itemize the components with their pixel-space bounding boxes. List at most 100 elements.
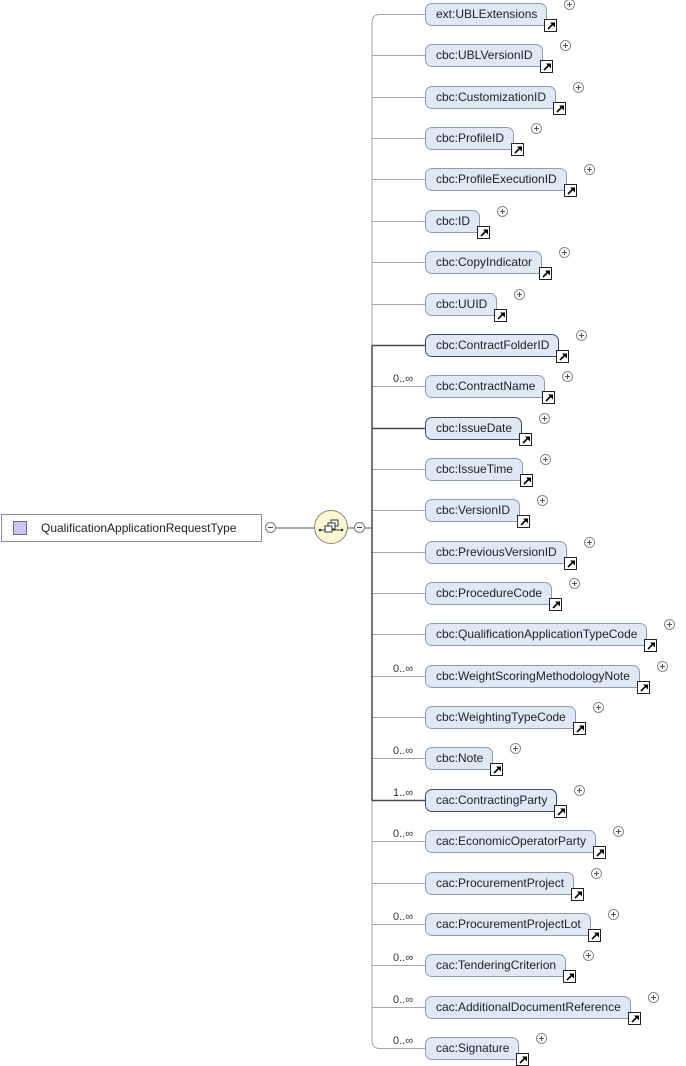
expand-plus-icon[interactable] xyxy=(591,868,603,879)
element-name: cbc:VersionID xyxy=(436,503,511,517)
reference-arrow-icon[interactable] xyxy=(563,970,577,983)
reference-arrow-icon[interactable] xyxy=(539,60,553,73)
element-node[interactable]: cac:TenderingCriterion xyxy=(425,950,595,983)
reference-arrow-icon[interactable] xyxy=(563,184,577,197)
element-node[interactable]: cac:ContractingParty xyxy=(425,785,586,818)
reference-arrow-icon[interactable] xyxy=(554,805,568,818)
reference-arrow-icon[interactable] xyxy=(587,929,601,942)
element-node[interactable]: cbc:IssueTime xyxy=(425,454,551,487)
expand-plus-icon[interactable] xyxy=(583,950,595,961)
element-node[interactable]: cbc:ContractName xyxy=(425,371,574,404)
cardinality-label: 0..∞ xyxy=(393,1035,414,1047)
sequence-compositor[interactable] xyxy=(314,510,348,544)
expand-plus-icon[interactable] xyxy=(607,909,619,920)
reference-arrow-icon[interactable] xyxy=(519,474,533,487)
reference-arrow-icon[interactable] xyxy=(542,391,556,404)
reference-arrow-icon[interactable] xyxy=(644,639,658,652)
element-name: cbc:ContractFolderID xyxy=(436,338,550,352)
element-node[interactable]: cbc:UBLVersionID xyxy=(425,40,571,73)
expand-plus-icon[interactable] xyxy=(613,826,625,837)
reference-arrow-icon[interactable] xyxy=(549,598,563,611)
element-node[interactable]: cac:ProcurementProject xyxy=(425,868,603,901)
sequence-compositor-icon xyxy=(318,519,344,533)
element-node[interactable]: ext:UBLExtensions xyxy=(425,0,576,32)
element-node[interactable]: cac:ProcurementProjectLot xyxy=(425,909,619,942)
expand-plus-icon[interactable] xyxy=(497,206,509,217)
reference-arrow-icon[interactable] xyxy=(494,309,508,322)
reference-arrow-icon[interactable] xyxy=(544,19,558,32)
expand-plus-icon[interactable] xyxy=(531,123,543,134)
expand-plus-icon[interactable] xyxy=(564,0,576,10)
element-node[interactable]: cbc:ProfileExecutionID xyxy=(425,164,595,197)
element-node[interactable]: cbc:UUID xyxy=(425,289,526,322)
element-name: cbc:ID xyxy=(436,214,471,228)
expand-plus-icon[interactable] xyxy=(537,495,549,506)
element-node[interactable]: cac:Signature xyxy=(425,1033,548,1066)
cardinality-label: 0..∞ xyxy=(393,373,414,385)
element-node[interactable]: cbc:VersionID xyxy=(425,495,549,528)
reference-arrow-icon[interactable] xyxy=(477,226,491,239)
expand-plus-icon[interactable] xyxy=(576,330,588,341)
element-node[interactable]: cbc:WeightScoringMethodologyNote xyxy=(425,661,668,694)
expand-plus-icon[interactable] xyxy=(559,247,571,258)
element-node[interactable]: cbc:ProcedureCode xyxy=(425,578,581,611)
element-node[interactable]: cbc:ContractFolderID xyxy=(425,330,588,363)
element-node[interactable]: cbc:QualificationApplicationTypeCode xyxy=(425,619,676,652)
expand-plus-icon[interactable] xyxy=(573,82,585,93)
reference-arrow-icon[interactable] xyxy=(627,1012,641,1025)
expand-plus-icon[interactable] xyxy=(647,992,659,1003)
element-name: cac:EconomicOperatorParty xyxy=(436,834,587,848)
cardinality-label: 0..∞ xyxy=(393,828,414,840)
reference-arrow-icon[interactable] xyxy=(516,1053,530,1066)
expand-plus-icon[interactable] xyxy=(664,619,676,630)
element-name: cbc:CopyIndicator xyxy=(436,255,533,269)
expand-plus-icon[interactable] xyxy=(539,413,551,424)
expand-plus-icon[interactable] xyxy=(656,661,668,672)
connector-trunk xyxy=(371,14,381,1049)
reference-arrow-icon[interactable] xyxy=(519,433,533,446)
element-node[interactable]: cbc:CopyIndicator xyxy=(425,247,571,280)
element-node[interactable]: cbc:ID xyxy=(425,206,509,239)
expand-plus-icon[interactable] xyxy=(514,289,526,300)
reference-arrow-icon[interactable] xyxy=(553,102,567,115)
reference-arrow-icon[interactable] xyxy=(636,681,650,694)
sequence-collapse-icon[interactable] xyxy=(354,522,365,533)
root-type-box[interactable]: QualificationApplicationRequestType xyxy=(1,514,262,542)
element-node[interactable]: cbc:CustomizationID xyxy=(425,82,585,115)
reference-arrow-icon[interactable] xyxy=(556,350,570,363)
expand-plus-icon[interactable] xyxy=(539,454,551,465)
root-collapse-icon[interactable] xyxy=(265,522,276,533)
element-name: cac:AdditionalDocumentReference xyxy=(436,1000,621,1014)
cardinality-label: 0..∞ xyxy=(393,745,414,757)
reference-arrow-icon[interactable] xyxy=(511,143,525,156)
reference-arrow-icon[interactable] xyxy=(571,888,585,901)
expand-plus-icon[interactable] xyxy=(569,578,581,589)
element-node[interactable]: cbc:IssueDate xyxy=(425,413,551,446)
reference-arrow-icon[interactable] xyxy=(490,763,504,776)
expand-plus-icon[interactable] xyxy=(536,1033,548,1044)
element-node[interactable]: cbc:WeightingTypeCode xyxy=(425,702,604,735)
expand-plus-icon[interactable] xyxy=(592,702,604,713)
root-type-label: QualificationApplicationRequestType xyxy=(41,521,237,535)
expand-plus-icon[interactable] xyxy=(583,537,595,548)
element-node[interactable]: cac:EconomicOperatorParty xyxy=(425,826,625,859)
element-name: cbc:CustomizationID xyxy=(436,90,547,104)
element-node[interactable]: cbc:ProfileID xyxy=(425,123,543,156)
expand-plus-icon[interactable] xyxy=(583,164,595,175)
element-node[interactable]: cbc:PreviousVersionID xyxy=(425,537,595,570)
expand-plus-icon[interactable] xyxy=(559,40,571,51)
element-name: cbc:WeightScoringMethodologyNote xyxy=(436,669,630,683)
reference-arrow-icon[interactable] xyxy=(572,722,586,735)
reference-arrow-icon[interactable] xyxy=(593,846,607,859)
expand-plus-icon[interactable] xyxy=(562,371,574,382)
reference-arrow-icon[interactable] xyxy=(563,557,577,570)
complex-type-icon xyxy=(13,521,27,535)
cardinality-label: 0..∞ xyxy=(393,911,414,923)
reference-arrow-icon[interactable] xyxy=(517,515,531,528)
element-node[interactable]: cbc:Note xyxy=(425,743,522,776)
element-name: cbc:IssueDate xyxy=(436,421,513,435)
element-node[interactable]: cac:AdditionalDocumentReference xyxy=(425,992,659,1025)
expand-plus-icon[interactable] xyxy=(510,743,522,754)
expand-plus-icon[interactable] xyxy=(574,785,586,796)
reference-arrow-icon[interactable] xyxy=(539,267,553,280)
